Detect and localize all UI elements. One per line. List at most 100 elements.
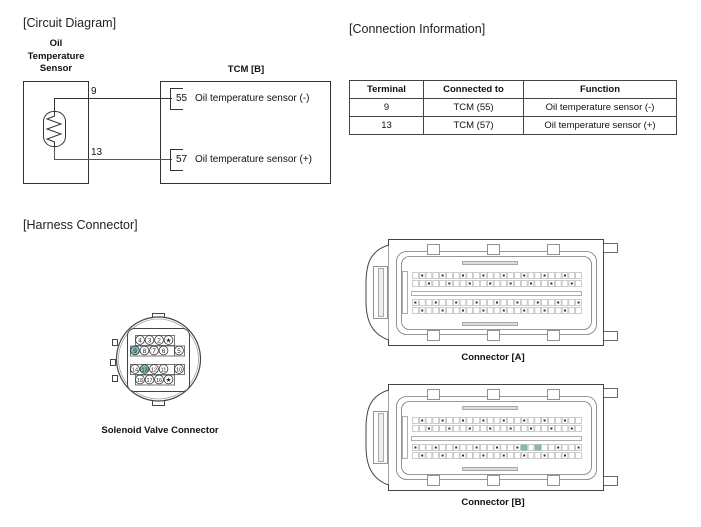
connector-pin	[568, 452, 575, 459]
connector-pin	[459, 444, 467, 451]
connector-pin: 9	[130, 345, 140, 356]
connection-table: Terminal Connected to Function 9 TCM (55…	[349, 80, 677, 135]
connector-pin	[480, 425, 487, 432]
connector-pin	[439, 280, 446, 287]
connector-pin	[446, 452, 453, 459]
connector-pin	[541, 280, 548, 287]
connector-pin	[412, 280, 419, 287]
pin-number: 17	[146, 378, 152, 384]
connector-pin	[514, 452, 521, 459]
connector-pin	[521, 299, 528, 306]
connector-pin	[480, 299, 487, 306]
connection-info-title: [Connection Information]	[349, 22, 486, 36]
connector-pin	[473, 452, 480, 459]
connector-pin	[459, 299, 467, 306]
connector-pin	[534, 272, 541, 279]
connector-pin: 3	[144, 335, 155, 345]
connector-pin	[527, 444, 535, 451]
connector-pin	[555, 307, 562, 314]
connector-pin	[548, 272, 555, 279]
connector-pin	[446, 444, 453, 451]
ecu-connector-body	[365, 239, 618, 346]
sensor-box	[23, 81, 89, 184]
connector-pin	[507, 307, 514, 314]
connector-pin: 11	[158, 364, 169, 374]
connector-b-label: Connector [B]	[461, 497, 525, 508]
connector-pin	[493, 272, 501, 279]
connector-pin	[473, 307, 480, 314]
connector-pin	[453, 417, 460, 424]
connector-pin	[446, 307, 453, 314]
connector-pin	[521, 280, 528, 287]
connector-pin	[548, 299, 555, 306]
connector-pin	[425, 452, 433, 459]
connector-pin	[534, 452, 541, 459]
connector-pin	[419, 444, 426, 451]
connector-pin	[514, 272, 521, 279]
connector-pin	[412, 272, 419, 279]
tcm-pin-55: 55	[176, 93, 188, 104]
connector-pin: 17	[144, 374, 155, 385]
connector-pin	[555, 280, 562, 287]
connector-pin	[480, 444, 487, 451]
tcm-function-57: Oil temperature sensor (+)	[195, 154, 312, 165]
solenoid-connector-label: Solenoid Valve Connector	[101, 425, 219, 436]
connector-pin	[555, 452, 562, 459]
pin-number: 12	[151, 367, 157, 373]
connector-pin	[425, 272, 433, 279]
pin-number: 4	[138, 337, 142, 344]
sensor-pin-13: 13	[91, 147, 103, 158]
connector-pin	[487, 272, 494, 279]
connector-pin	[446, 272, 453, 279]
connector-pin: 6	[158, 345, 169, 356]
connector-pin	[568, 272, 575, 279]
sensor-label: Oil Temperature Sensor	[16, 38, 96, 76]
connector-pin	[500, 299, 507, 306]
harness-connector-title: [Harness Connector]	[23, 218, 138, 232]
connector-pin	[527, 417, 535, 424]
pin-number: 14	[132, 367, 138, 373]
connector-pin	[425, 307, 433, 314]
connector-pin	[473, 280, 480, 287]
connector-pin	[575, 307, 582, 314]
connector-pin	[568, 444, 575, 451]
connector-pin	[527, 272, 535, 279]
connector-pin	[534, 417, 541, 424]
pin-number: 6	[162, 348, 166, 355]
connector-pin	[541, 299, 548, 306]
connector-pin	[432, 425, 439, 432]
pin-number: 10	[176, 367, 182, 373]
connector-pin	[514, 307, 521, 314]
connector-pin	[534, 307, 541, 314]
table-header-row: Terminal Connected to Function	[349, 80, 677, 99]
sensor-label-line: Sensor	[39, 63, 73, 74]
connector-pin	[425, 299, 433, 306]
connector-pin: 12	[149, 364, 159, 374]
connector-pin	[419, 299, 426, 306]
connector-pin	[432, 280, 439, 287]
connector-pin	[500, 444, 507, 451]
connector-pin	[446, 299, 453, 306]
connector-pin	[493, 280, 501, 287]
tcm-box	[160, 81, 331, 184]
connector-pin	[507, 299, 514, 306]
connector-pin: 13	[139, 364, 150, 374]
connector-pin	[432, 452, 439, 459]
key-pin-icon: ★	[163, 374, 174, 385]
cell-function: Oil temperature sensor (+)	[523, 116, 677, 135]
connector-pin	[439, 425, 446, 432]
connector-pin	[541, 425, 548, 432]
pin-number: ★	[166, 376, 172, 384]
pin-number: 18	[137, 378, 143, 384]
connector-pin	[561, 425, 569, 432]
pin-number: 13	[141, 367, 147, 373]
connector-pin	[439, 299, 446, 306]
connector-pin	[555, 417, 562, 424]
pin-grid	[412, 272, 582, 314]
connector-pin: 18	[135, 374, 145, 385]
